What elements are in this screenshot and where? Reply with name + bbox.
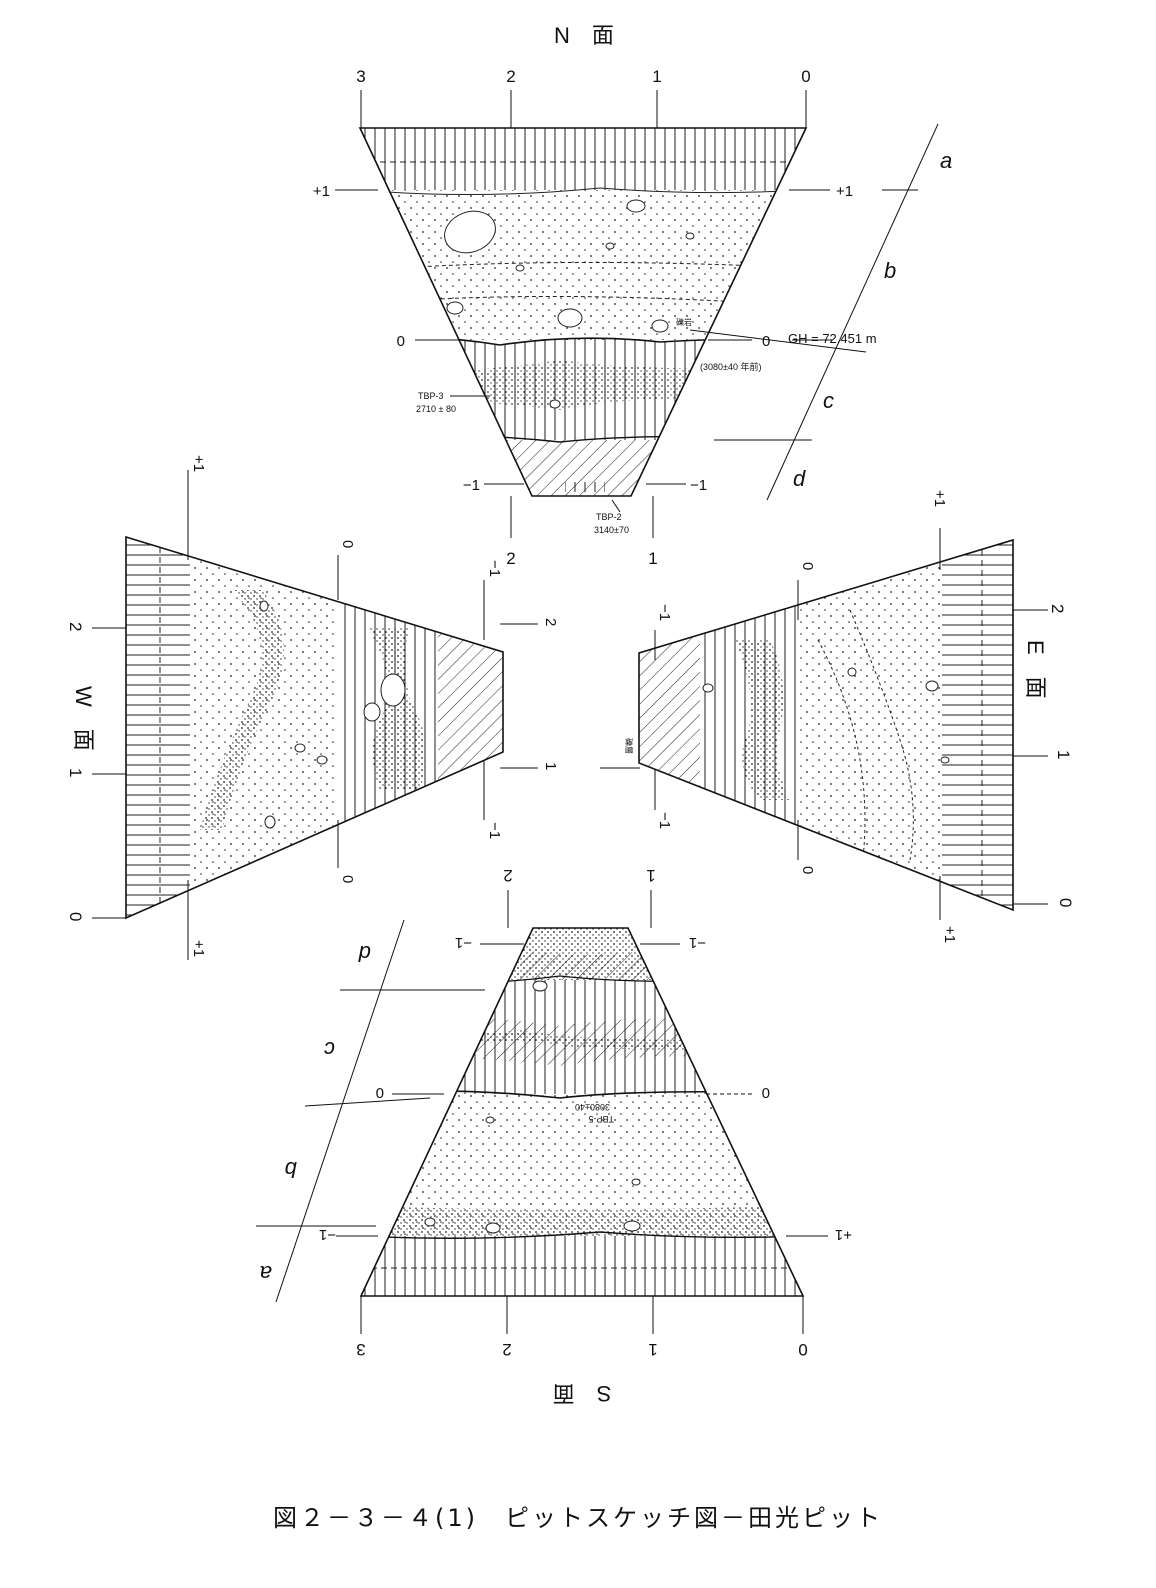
north-tbp2-label: TBP-2 [596, 512, 622, 522]
south-level-minus1-left: −1 [455, 934, 472, 951]
west-cross-2: 2 [542, 618, 559, 626]
east-layer-d [639, 540, 700, 910]
east-layer-b [796, 540, 942, 910]
north-bottom-tick-1: 1 [648, 549, 657, 568]
east-face: +1 +1 0 0 −1 −1 2 1 0 E 面 礫層 [600, 490, 1075, 943]
west-tick-1: 1 [66, 768, 85, 777]
north-layer-d: d [793, 466, 806, 491]
west-pit-outline [125, 535, 504, 920]
south-level-minus1-right: −1 [689, 934, 706, 951]
south-layer-a [361, 1236, 803, 1296]
south-layer-c: c [324, 1037, 335, 1062]
west-level-minus1-top: −1 [486, 560, 503, 577]
east-level-zero-top: 0 [799, 562, 816, 570]
west-tick-2: 2 [66, 622, 85, 631]
north-layer-axis [714, 123, 939, 501]
south-level-minus1-bl: −1 [319, 1226, 336, 1243]
north-tbp2-age: 3140±70 [594, 525, 629, 535]
north-tick-3: 3 [356, 67, 365, 86]
north-tbp3-label: TBP-3 [418, 391, 444, 401]
south-layer-b: b [285, 1157, 297, 1182]
north-level-minus1-left: −1 [463, 477, 480, 494]
west-level-minus1-bottom: −1 [486, 822, 503, 839]
north-level-plus1-left: +1 [313, 183, 330, 200]
north-layer-b: b [884, 258, 896, 283]
east-tick-1: 1 [1054, 750, 1073, 759]
north-gh-label: GH = 72.451 m [788, 331, 877, 346]
south-tick-2: 2 [502, 1340, 511, 1359]
west-level-plus1-bottom: +1 [190, 940, 207, 957]
north-layer-c: c [823, 388, 834, 413]
south-layer-d: d [358, 941, 371, 966]
north-level-zero-right: 0 [762, 333, 770, 350]
north-layer-a: a [940, 148, 952, 173]
south-top-tick-2: 2 [503, 866, 512, 885]
west-layer-d [438, 537, 503, 918]
south-layer-a: a [260, 1261, 272, 1286]
north-top-ticks [360, 90, 807, 128]
east-pit-outline [638, 538, 1014, 912]
east-layer-c [700, 540, 796, 910]
north-face: 3 2 1 0 N 面 +1 +1 0 0 −1 −1 2 1 GH = 72.… [313, 23, 952, 568]
west-face-title: W 面 [71, 686, 96, 751]
east-level-minus1-top: −1 [656, 604, 673, 621]
west-tick-0: 0 [66, 912, 85, 921]
east-level-plus1-top: +1 [931, 490, 948, 507]
figure-caption: 図２－３－４(1) ピットスケッチ図－田光ピット [273, 1504, 883, 1532]
north-tick-0: 0 [801, 67, 810, 86]
north-tick-1: 1 [652, 67, 661, 86]
north-dated-label: (3080±40 年前) [700, 361, 761, 372]
west-face: +1 +1 0 0 −1 −1 2 1 0 W 面 2 1 [66, 455, 559, 960]
east-face-title: E 面 [1023, 640, 1048, 699]
west-level-zero-bottom: 0 [339, 875, 356, 883]
north-tbp3-age: 2710 ± 80 [416, 404, 456, 414]
south-tick-0: 0 [798, 1340, 807, 1359]
south-face: 2 1 −1 −1 0 0 −1 +1 3 2 1 0 S 面 TBP-5 30… [256, 866, 852, 1406]
north-note-stone: 礫岩 [676, 317, 692, 327]
south-level-zero-left: 0 [376, 1084, 384, 1101]
north-layer-a [360, 128, 806, 190]
east-level-zero-bottom: 0 [799, 866, 816, 874]
east-layer-a [942, 540, 1013, 910]
north-bottom-tick-2: 2 [506, 549, 515, 568]
north-tick-2: 2 [506, 67, 515, 86]
south-tick-3: 3 [356, 1340, 365, 1359]
west-layer-a [126, 537, 190, 918]
south-tbp5-age: 3080±40 [575, 1102, 610, 1112]
north-face-title: N 面 [554, 23, 614, 48]
south-tbp5-label: TBP-5 [588, 1114, 614, 1124]
east-level-plus1-bottom: +1 [941, 926, 958, 943]
east-tick-0: 0 [1056, 898, 1075, 907]
east-level-minus1-bottom: −1 [656, 812, 673, 829]
south-tick-1: 1 [648, 1340, 657, 1359]
south-face-title: S 面 [553, 1381, 612, 1406]
north-level-zero-left: 0 [397, 333, 405, 350]
north-level-plus1-right: +1 [836, 183, 853, 200]
south-level-zero-right: 0 [762, 1084, 770, 1101]
north-level-minus1-right: −1 [690, 477, 707, 494]
west-layer-b [190, 537, 338, 918]
north-layer-b [360, 190, 806, 340]
south-top-tick-1: 1 [646, 866, 655, 885]
west-level-plus1-top: +1 [190, 455, 207, 472]
east-note: 礫層 [624, 738, 634, 754]
west-level-zero-top: 0 [339, 540, 356, 548]
south-level-plus1-br: +1 [835, 1226, 852, 1243]
west-cross-1: 1 [542, 762, 559, 770]
south-layer-axis [256, 919, 485, 1303]
east-tick-2: 2 [1048, 604, 1067, 613]
